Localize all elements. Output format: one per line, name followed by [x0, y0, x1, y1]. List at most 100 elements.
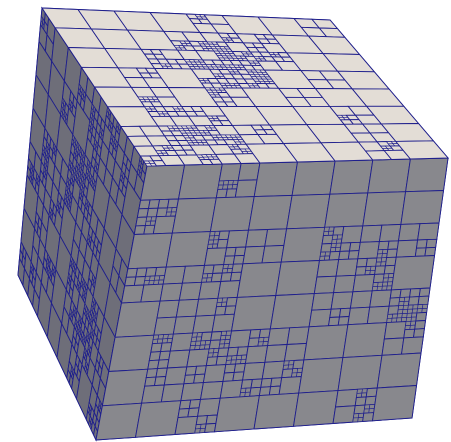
- mesh-cell-front: [415, 239, 428, 249]
- mesh-cell-front: [365, 387, 378, 398]
- mesh-cell-front: [247, 194, 293, 231]
- mesh-cell-front: [281, 368, 294, 379]
- mesh-cell-front: [415, 311, 428, 322]
- mesh-cell-front: [405, 316, 412, 322]
- mesh-cell-front: [400, 190, 445, 225]
- mesh-cell-front: [270, 377, 283, 388]
- mesh-cell-front: [177, 163, 223, 200]
- mesh-cell-front: [335, 258, 359, 277]
- mesh-cell-front: [357, 241, 380, 260]
- mesh-cell-front: [253, 392, 300, 430]
- mesh-cell-front: [311, 292, 335, 311]
- mesh-cell-front: [313, 275, 337, 295]
- mesh-cell-front: [192, 314, 216, 334]
- mesh-cell-front: [369, 289, 392, 308]
- mesh-cell-front: [101, 368, 149, 407]
- mesh-cell-front: [388, 297, 401, 307]
- mesh-cell-front: [417, 222, 440, 241]
- mesh-cell-front: [347, 306, 371, 326]
- mesh-cell-front: [298, 357, 344, 394]
- mesh-cell-front: [212, 264, 225, 274]
- mesh-cell-front: [354, 266, 367, 276]
- mesh-cell-front: [414, 247, 427, 257]
- mesh-cell-front: [267, 327, 291, 347]
- mesh-cell-front: [421, 307, 428, 313]
- mesh-cell-front: [320, 243, 333, 253]
- mesh-cell-front: [228, 329, 252, 349]
- cube-face-top: [41, 7, 450, 167]
- mesh-cell-front: [175, 298, 200, 318]
- mesh-cell-front: [283, 342, 308, 362]
- mesh-cell-front: [333, 274, 356, 294]
- mesh-cell-front: [332, 226, 345, 236]
- mesh-cell-front: [209, 196, 255, 233]
- mesh-cell-front: [203, 247, 228, 266]
- mesh-cell-front: [199, 380, 224, 400]
- mesh-cell-front: [186, 348, 210, 368]
- mesh-cell-front: [153, 316, 177, 336]
- mesh-cell-front: [417, 295, 430, 306]
- mesh-cell-front: [292, 359, 305, 370]
- mesh-cell-front: [342, 322, 388, 359]
- mesh-cell-front: [337, 316, 350, 326]
- mesh-cell-front: [260, 377, 273, 388]
- cube-face-front: [95, 157, 449, 441]
- mesh-cell-front: [378, 223, 402, 243]
- mesh-cell-front: [332, 405, 356, 424]
- mesh-cell-front: [372, 273, 385, 284]
- mesh-cell-front: [330, 291, 354, 310]
- mesh-cell-front: [114, 300, 161, 338]
- mesh-cell-front: [400, 336, 424, 355]
- mesh-cell-front: [354, 396, 367, 407]
- mesh-cell-front: [403, 328, 416, 339]
- mesh-cell-front: [195, 297, 219, 317]
- mesh-cell-front: [278, 376, 302, 395]
- mesh-cell-front: [383, 264, 396, 275]
- mesh-cell-front: [160, 383, 185, 403]
- mesh-cell-front: [134, 400, 182, 438]
- mesh-cell-front: [244, 345, 269, 364]
- mesh-cell-top: [394, 140, 449, 160]
- mesh-cell-front: [264, 228, 288, 247]
- mesh-cell-front: [237, 162, 261, 181]
- mesh-cell-front: [234, 179, 258, 198]
- mesh-cell-front: [407, 304, 414, 310]
- mesh-cell-front: [135, 216, 148, 227]
- mesh-cell-front: [339, 242, 352, 252]
- mesh-cell-front: [245, 229, 269, 248]
- mesh-cell-front: [180, 382, 204, 402]
- mesh-cell-front: [242, 361, 266, 381]
- mesh-cell-front: [425, 238, 438, 249]
- mesh-cell-front: [374, 265, 386, 275]
- mesh-cell-front: [95, 402, 143, 441]
- mesh-cell-front: [424, 246, 437, 257]
- mesh-cell-front: [162, 265, 186, 285]
- mesh-cell-front: [108, 334, 155, 372]
- mesh-cell-front: [376, 352, 422, 389]
- mesh-cell-front: [395, 239, 419, 258]
- mesh-cell-front: [303, 324, 349, 361]
- mesh-cell-front: [362, 412, 375, 422]
- mesh-cell-front: [174, 415, 199, 435]
- mesh-cell-front: [258, 386, 272, 397]
- mesh-cell-front: [308, 308, 332, 328]
- mesh-cell-front: [384, 256, 397, 267]
- mesh-cell-front: [371, 385, 418, 422]
- mesh-cell-front: [140, 283, 164, 303]
- mesh-cell-front: [268, 385, 281, 396]
- mesh-cell-front: [402, 308, 409, 314]
- mesh-cell-front: [159, 282, 183, 302]
- mesh-cell-front: [261, 244, 285, 264]
- mesh-cell-front: [421, 303, 429, 309]
- mesh-cell-front: [328, 250, 341, 261]
- mesh-cell-front: [365, 257, 378, 268]
- mesh-cell-front: [140, 164, 186, 201]
- mesh-cell-front: [286, 193, 331, 230]
- mesh-cell-front: [387, 240, 400, 250]
- mesh-cell-front: [269, 293, 315, 330]
- mesh-cell-front: [414, 320, 427, 330]
- mesh-cell-front: [349, 290, 373, 309]
- mesh-cell-front: [397, 223, 421, 242]
- mesh-cell-front: [338, 250, 351, 261]
